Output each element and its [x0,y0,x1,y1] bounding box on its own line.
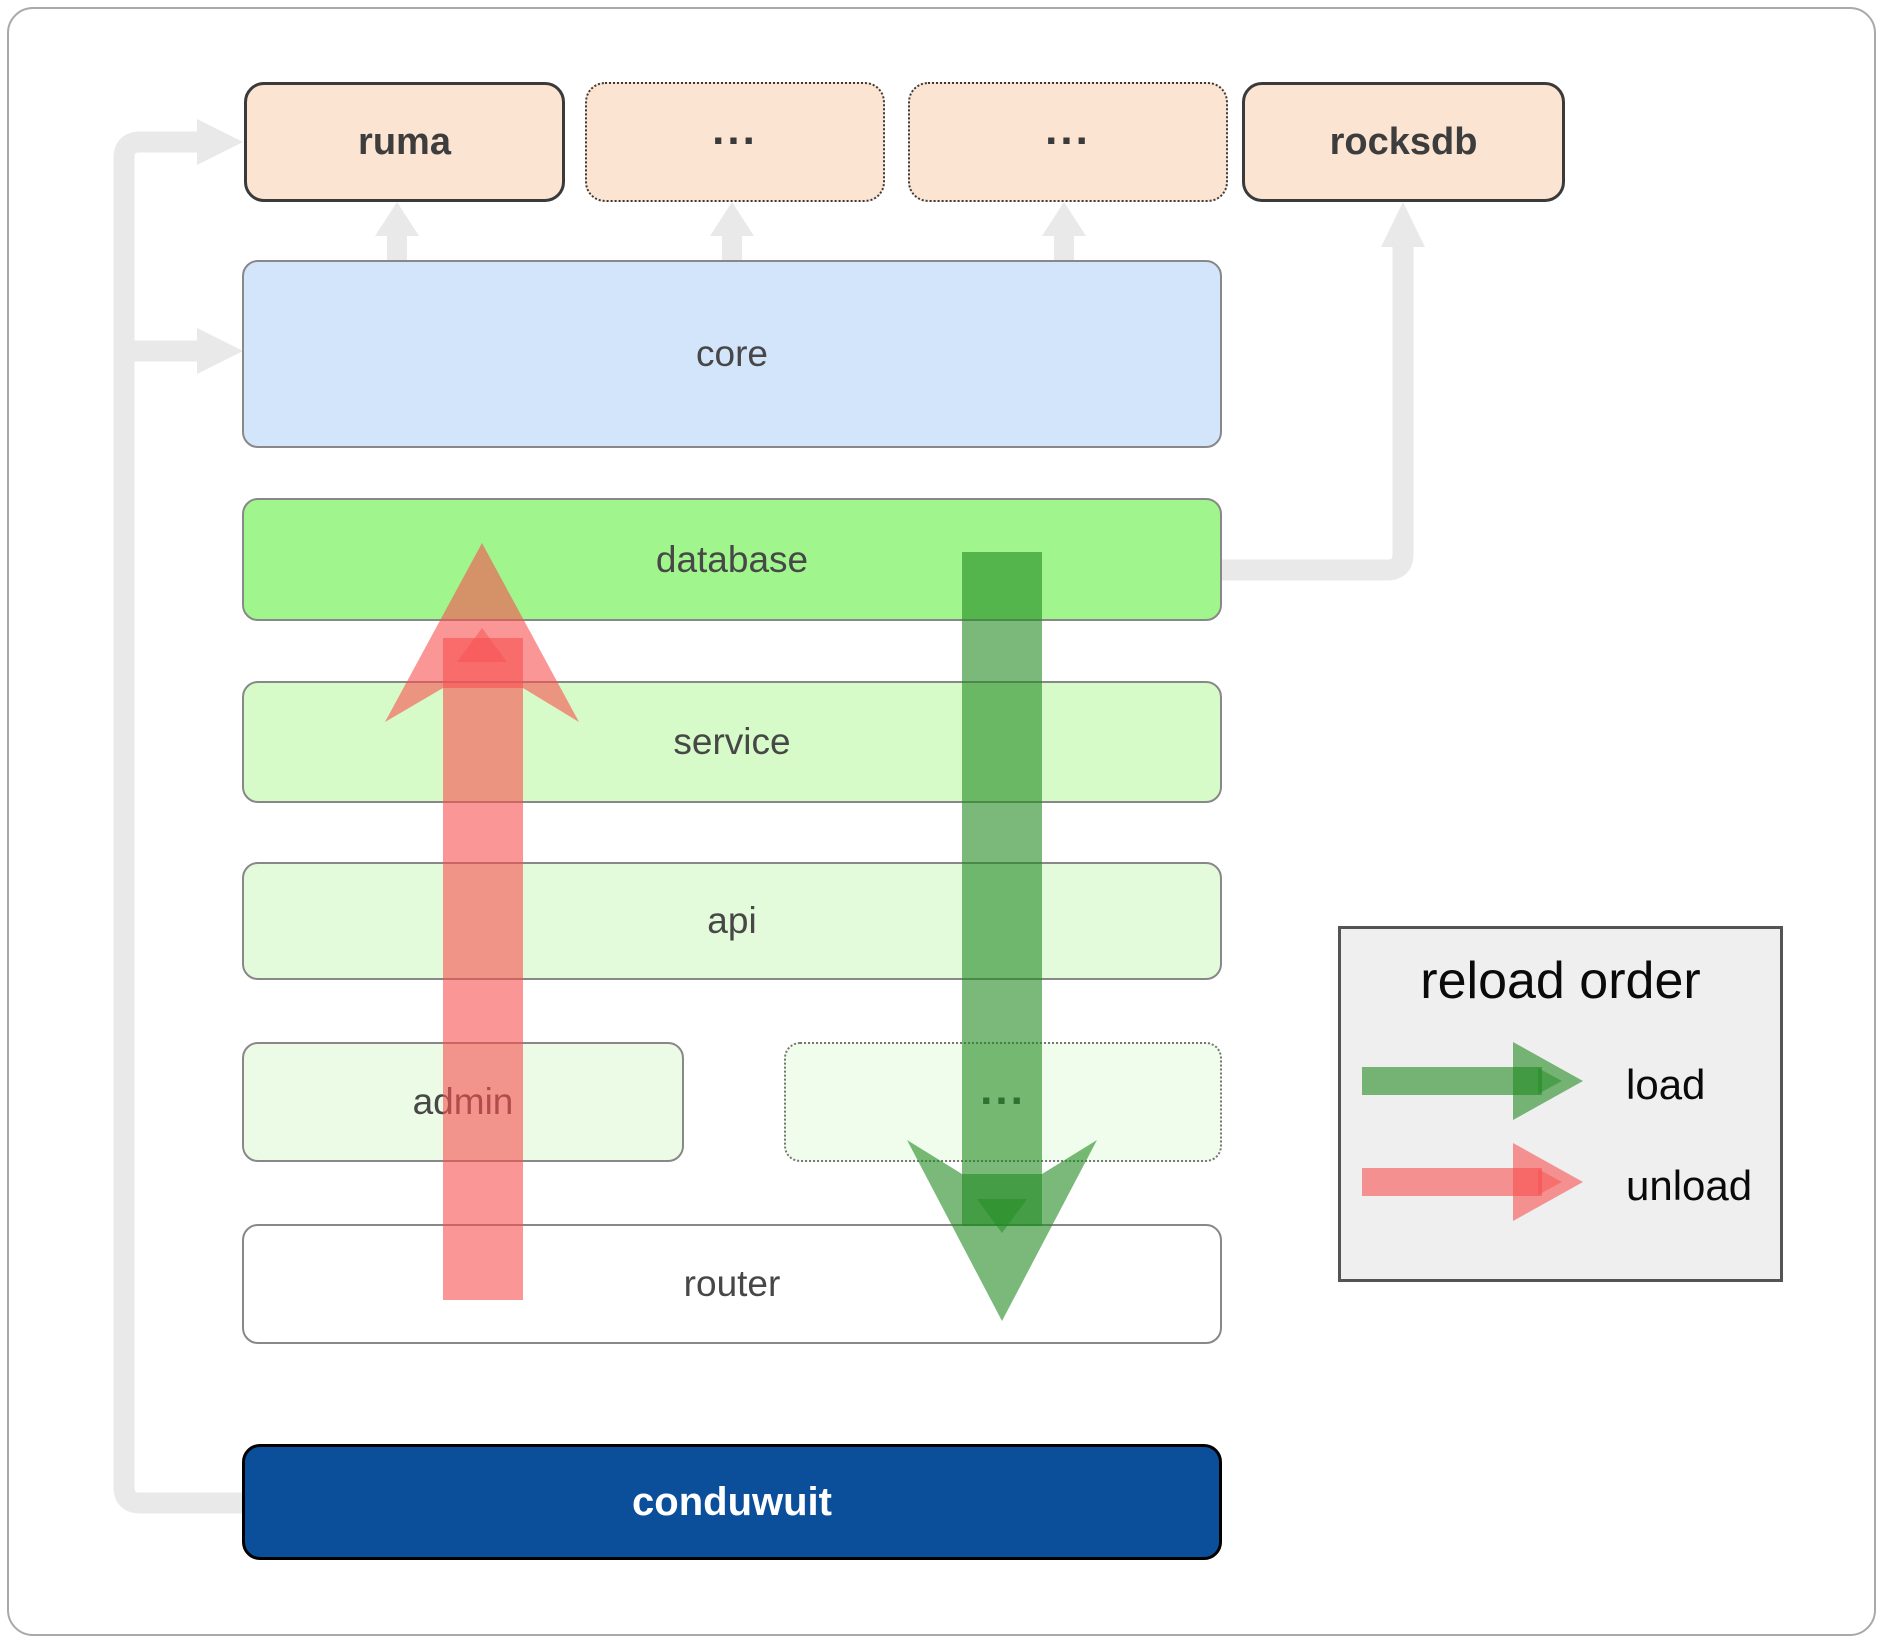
diagram-frame [7,7,1876,1636]
node-router-label: router [683,1263,781,1304]
node-database-label: database [655,538,809,580]
node-admin-label: admin [412,1081,514,1122]
node-ellipsis-1: ... [585,82,885,202]
legend-unload-label: unload [1626,1162,1753,1209]
node-ellipsis-3-label: ... [980,1065,1026,1114]
node-ruma: ruma [244,82,565,202]
node-rocksdb: rocksdb [1242,82,1565,202]
node-service-label: service [673,721,791,762]
node-admin: admin [242,1042,684,1162]
node-router: router [242,1224,1222,1344]
node-ellipsis-2: ... [908,82,1228,202]
legend-reload-order: reload order load unload [1338,926,1783,1282]
node-api: api [242,862,1222,980]
node-ellipsis-1-label: ... [712,105,758,154]
legend-title: reload order [1420,952,1701,1010]
node-ellipsis-3: ... [784,1042,1222,1162]
node-ellipsis-2-label: ... [1045,105,1091,154]
node-conduwuit: conduwuit [242,1444,1222,1560]
node-database: database [242,498,1222,621]
node-core-label: core [696,333,768,374]
node-ruma-label: ruma [358,120,451,163]
node-service: service [242,681,1222,803]
node-conduwuit-label: conduwuit [632,1479,832,1524]
node-core: core [242,260,1222,448]
legend-load-label: load [1626,1061,1706,1108]
node-rocksdb-label: rocksdb [1329,120,1478,163]
node-api-label: api [707,900,757,941]
